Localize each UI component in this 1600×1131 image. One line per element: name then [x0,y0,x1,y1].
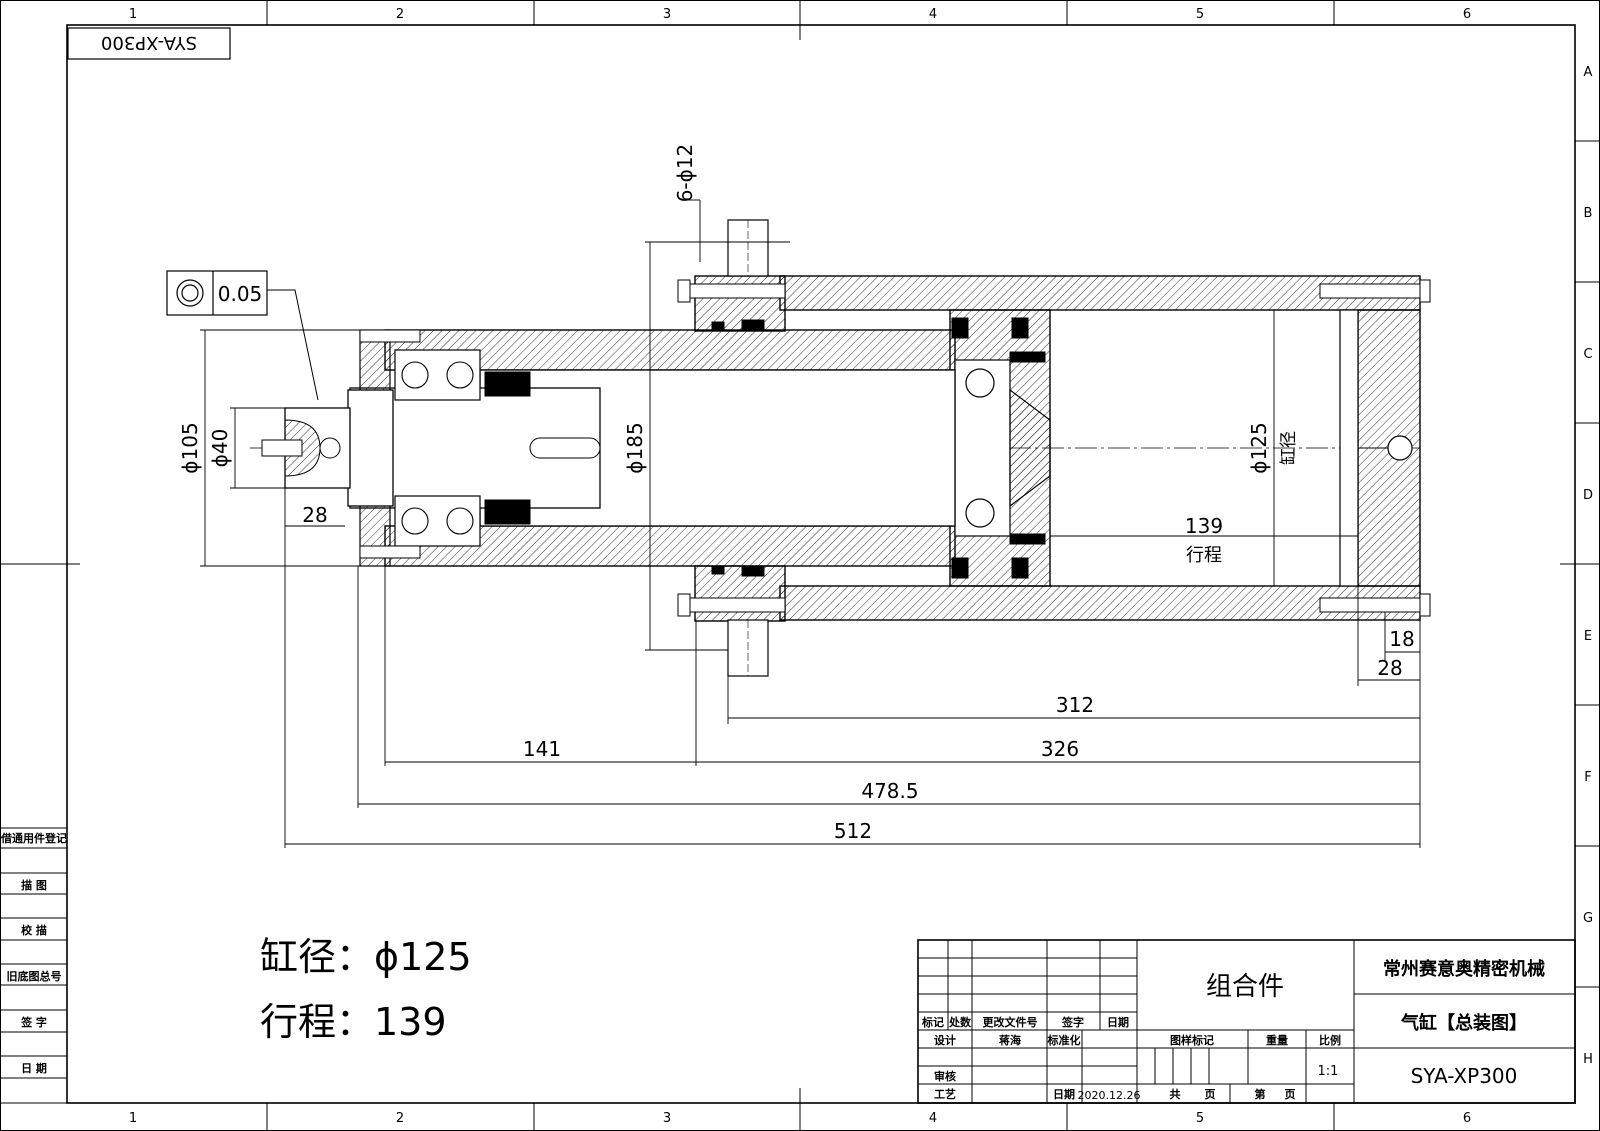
mirrored-code-box: SYA-XP300 [67,27,231,60]
note-stroke: 行程：139 [260,1000,447,1044]
row-label: C [1583,347,1592,362]
tb-label: 工艺 [934,1087,956,1101]
tb-label: 第 [1255,1087,1266,1101]
dim-478: 478.5 [861,779,918,803]
row-label: E [1584,629,1592,644]
col-label: 1 [129,1111,137,1126]
dim-d125: ϕ125 [1247,422,1271,473]
col-label: 4 [929,7,937,22]
row-label: B [1584,206,1593,221]
dim-512: 512 [834,819,872,843]
dim-stroke-label: 行程 [1186,545,1222,566]
mirrored-code: SYA-XP300 [101,32,197,53]
tb-label: 标记 [921,1015,944,1029]
tb-scale: 1:1 [1318,1064,1339,1079]
row-label: D [1583,488,1593,503]
shaft-end-cap [347,389,394,507]
col-label: 1 [129,7,137,22]
tb-label: 标准化 [1047,1033,1081,1047]
row-label: G [1583,911,1593,926]
concentricity-tolerance-frame: 0.05 [166,270,319,401]
col-label: 5 [1196,7,1204,22]
left-block-cell: 日 期 [21,1061,47,1075]
note-bore: 缸径：ϕ125 [260,935,472,979]
dim-d185: ϕ185 [623,422,647,473]
col-label: 6 [1463,7,1471,22]
dim-312: 312 [1056,693,1094,717]
tb-label: 更改文件号 [983,1015,1038,1029]
port-plug [1387,435,1413,461]
front-flange-lower [694,565,786,622]
tb-label: 页 [1205,1088,1216,1101]
dim-stroke-value: 139 [1185,514,1223,538]
tb-label: 重量 [1266,1033,1288,1047]
tb-label: 比例 [1319,1033,1341,1047]
barrel-lower [779,585,1421,621]
dim-28-left: 28 [302,503,327,527]
dimension-texts: ϕ105 ϕ40 ϕ185 ϕ125 缸径 6-ϕ12 139 行程 28 18… [178,144,1415,843]
row-labels-right: A B C D E F G H [1583,65,1593,1067]
left-side-block: 借通用件登记 描 图 校 描 旧底图总号 签 字 日 期 [0,827,68,1104]
tb-label: 设计 [934,1033,956,1047]
left-block-cell: 旧底图总号 [7,969,62,983]
tb-label: 页 [1285,1088,1296,1101]
spec-notes: 缸径：ϕ125 行程：139 [260,935,472,1044]
tb-label: 日期 [1053,1087,1075,1101]
dim-141: 141 [523,737,561,761]
title-block: 标记 处数 更改文件号 签字 日期 设计 蒋海 标准化 审核 工艺 日期 图样标… [917,939,1576,1104]
dim-28-right: 28 [1377,656,1402,680]
tb-label: 签字 [1061,1015,1084,1029]
col-label: 5 [1196,1111,1204,1126]
column-labels-bottom: 1 2 3 4 5 6 [129,1111,1471,1126]
col-label: 6 [1463,1111,1471,1126]
col-label: 2 [396,7,404,22]
left-block-cell: 描 图 [21,878,47,892]
dim-d125-label: 缸径 [1278,431,1299,465]
col-label: 4 [929,1111,937,1126]
tb-label: 处数 [948,1015,972,1029]
row-label: F [1584,770,1591,785]
tb-designer: 蒋海 [999,1033,1021,1047]
col-label: 2 [396,1111,404,1126]
tb-part-name: 气缸【总装图】 [1400,1012,1527,1034]
left-block-cell: 借通用件登记 [0,831,67,845]
column-labels-top: 1 2 3 4 5 6 [129,7,1471,22]
tolerance-value: 0.05 [218,282,263,306]
tb-date: 2020.12.26 [1078,1089,1141,1102]
dim-d40: ϕ40 [208,429,232,468]
tb-label: 图样标记 [1170,1033,1214,1047]
dim-holes: 6-ϕ12 [673,144,697,203]
dim-d105: ϕ105 [178,422,202,473]
col-label: 3 [663,7,671,22]
cylinder-assembly [250,219,1431,677]
dim-326: 326 [1041,737,1079,761]
tb-assembly-label: 组合件 [1206,972,1284,1002]
row-label: A [1584,65,1593,80]
tb-label: 审核 [934,1069,956,1083]
tb-label: 日期 [1107,1015,1129,1029]
left-block-cell: 校 描 [21,923,47,937]
dimension-lines [200,199,1421,848]
col-label: 3 [663,1111,671,1126]
tb-label: 共 [1170,1087,1181,1101]
tb-company: 常州赛意奥精密机械 [1383,958,1545,980]
dim-18: 18 [1389,627,1414,651]
row-label: H [1583,1052,1593,1067]
tb-drawing-no: SYA-XP300 [1411,1064,1518,1088]
concentricity-icon [176,279,204,307]
left-block-cell: 签 字 [20,1015,47,1029]
